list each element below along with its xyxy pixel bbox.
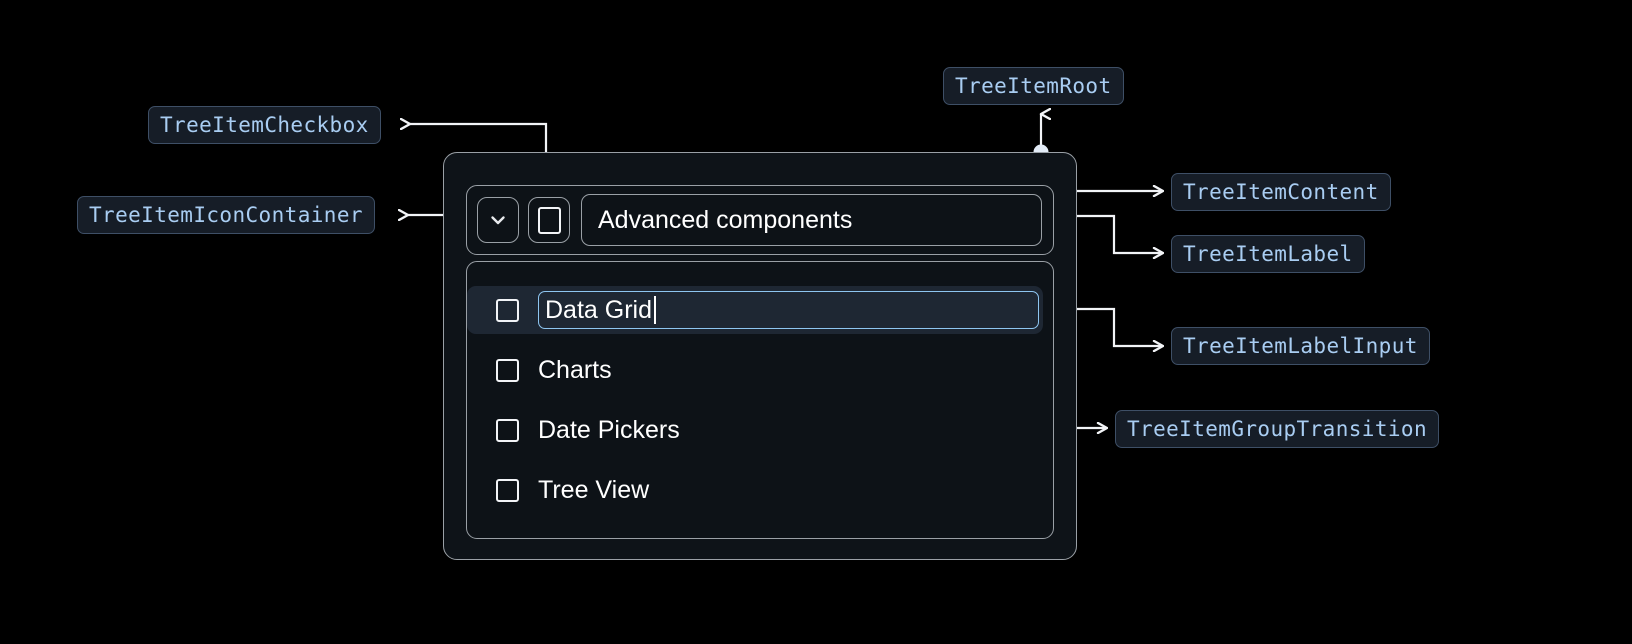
tree-item-label: Tree View [538, 475, 650, 504]
tree-item-label: Date Pickers [538, 415, 680, 444]
checkbox-unchecked-icon [537, 206, 561, 234]
text-caret [653, 296, 656, 324]
tree-item-root[interactable]: Advanced components Data Grid Charts Dat… [443, 152, 1077, 560]
tree-item-checkbox[interactable] [528, 197, 570, 243]
tree-item-row-date-pickers[interactable]: Date Pickers [467, 406, 1053, 454]
checkbox-unchecked-icon[interactable] [496, 298, 519, 322]
checkbox-unchecked-icon[interactable] [496, 418, 519, 442]
tree-item-label: Charts [538, 355, 612, 384]
tree-item-row-tree-view[interactable]: Tree View [467, 466, 1053, 514]
annotation-tree-item-group-transition: TreeItemGroupTransition [1115, 410, 1439, 448]
tree-item-row-charts[interactable]: Charts [467, 346, 1053, 394]
annotation-tree-item-label: TreeItemLabel [1171, 235, 1365, 273]
checkbox-unchecked-icon[interactable] [496, 358, 519, 382]
tree-item-icon-container[interactable] [477, 197, 519, 243]
tree-item-label[interactable]: Advanced components [581, 194, 1042, 246]
tree-item-content[interactable]: Advanced components [466, 185, 1054, 255]
annotation-tree-item-content: TreeItemContent [1171, 173, 1391, 211]
chevron-down-icon [491, 216, 505, 225]
tree-item-label-text: Advanced components [598, 205, 853, 234]
tree-item-group-transition: Data Grid Charts Date Pickers Tree View [466, 261, 1054, 539]
annotation-tree-item-checkbox: TreeItemCheckbox [148, 106, 381, 144]
checkbox-unchecked-icon[interactable] [496, 478, 519, 502]
tree-item-label-input[interactable]: Data Grid [538, 291, 1039, 329]
annotation-tree-item-root: TreeItemRoot [943, 67, 1124, 105]
tree-item-label-input-value: Data Grid [545, 295, 652, 324]
annotation-tree-item-label-input: TreeItemLabelInput [1171, 327, 1430, 365]
annotation-tree-item-icon-container: TreeItemIconContainer [77, 196, 375, 234]
tree-item-row-data-grid[interactable]: Data Grid [467, 286, 1043, 334]
